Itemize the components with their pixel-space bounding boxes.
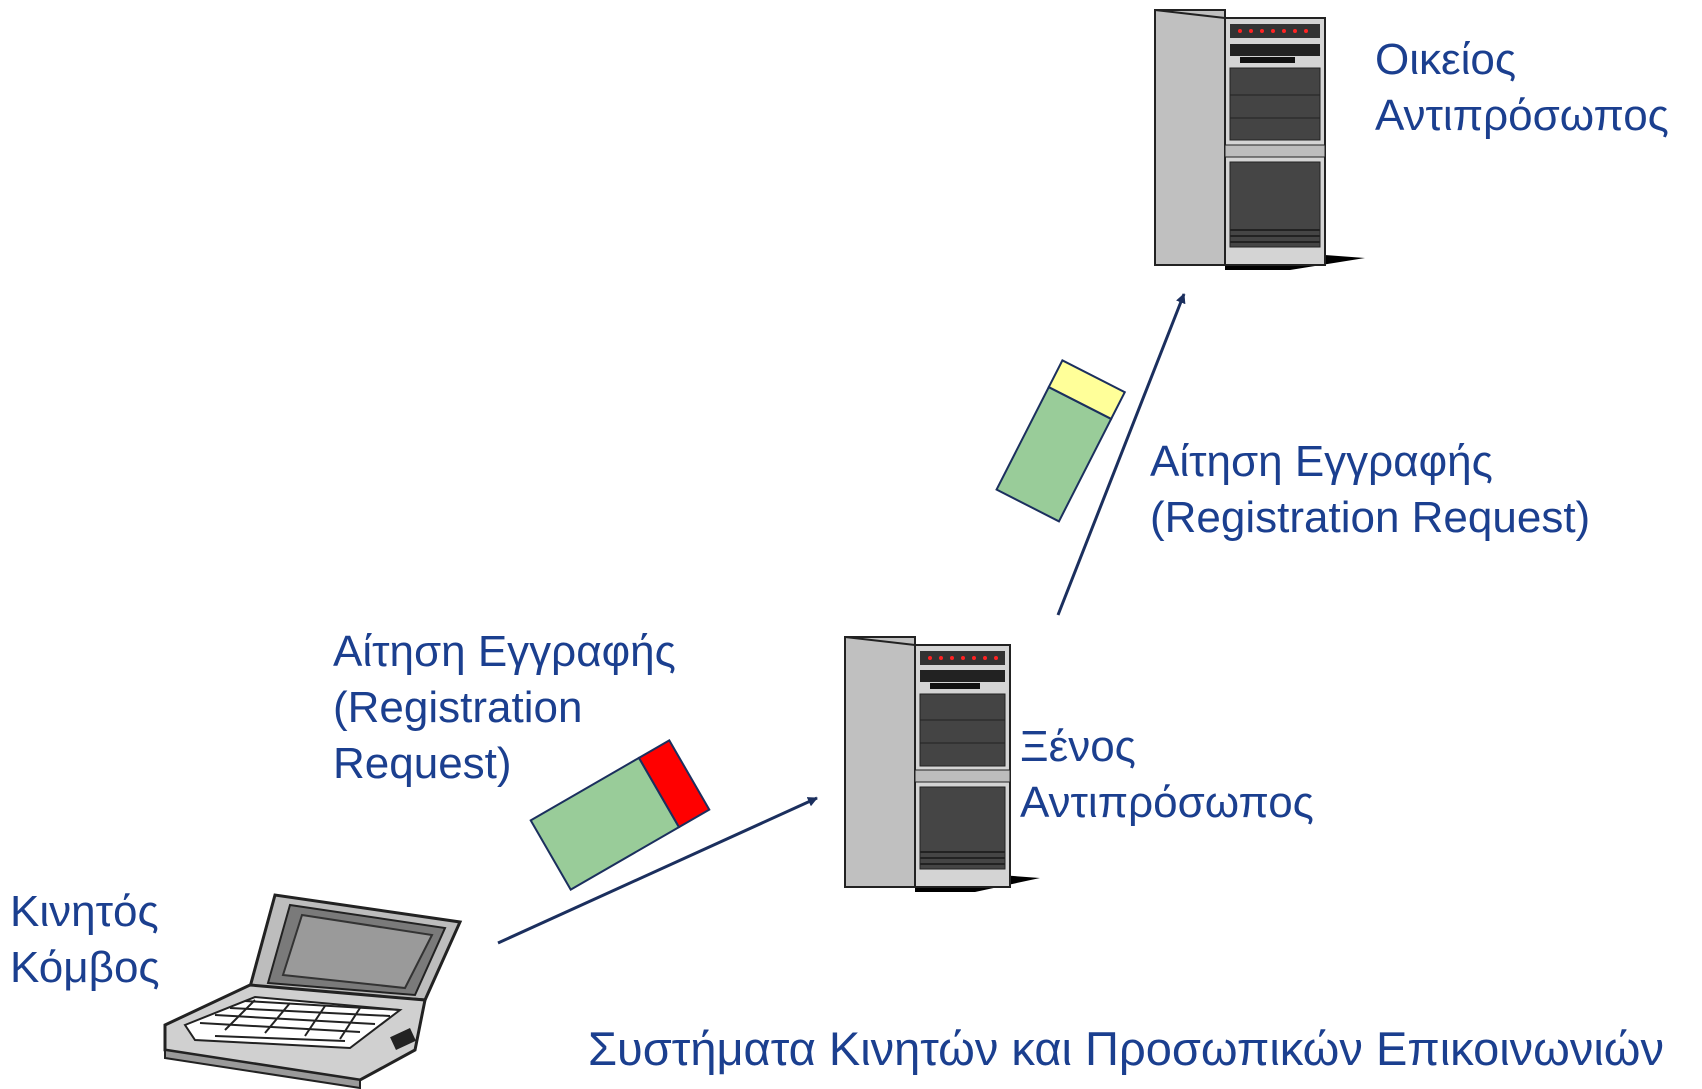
home-agent-label: Οικείος Αντιπρόσωπος bbox=[1375, 32, 1669, 144]
request-to-foreign-line1: Αίτηση Εγγραφής bbox=[333, 627, 676, 676]
foreign-agent-label: Ξένος Αντιπρόσωπος bbox=[1020, 719, 1314, 831]
request-to-home-line2: (Registration Request) bbox=[1150, 493, 1591, 542]
mobile-node-label-line2: Κόμβος bbox=[10, 943, 160, 992]
home-agent-label-line2: Αντιπρόσωπος bbox=[1375, 91, 1669, 140]
foreign-agent-label-line1: Ξένος bbox=[1020, 722, 1136, 771]
foreign-agent-label-line2: Αντιπρόσωπος bbox=[1020, 778, 1314, 827]
arrow-foreign-to-home bbox=[1056, 293, 1186, 616]
footer-title: Συστήματα Κινητών και Προσωπικών Επικοιν… bbox=[588, 1022, 1664, 1075]
request-to-foreign-line3: Request) bbox=[333, 739, 512, 788]
registration-request-packet-icon bbox=[529, 738, 711, 892]
request-to-foreign-label: Αίτηση Εγγραφής (Registration Request) bbox=[333, 624, 676, 792]
home-agent-label-line1: Οικείος bbox=[1375, 35, 1517, 84]
home-agent-server-icon bbox=[1154, 9, 1365, 270]
request-to-home-label: Αίτηση Εγγραφής (Registration Request) bbox=[1150, 434, 1590, 546]
mobile-node-label: Κινητός Κόμβος bbox=[10, 884, 160, 996]
mobile-node-label-line1: Κινητός bbox=[10, 887, 159, 936]
arrow-mobile-to-foreign bbox=[497, 796, 818, 945]
forwarded-registration-packet-icon bbox=[995, 359, 1127, 523]
request-to-foreign-line2: (Registration bbox=[333, 683, 583, 732]
mobile-node-laptop-icon bbox=[163, 893, 463, 1089]
request-to-home-line1: Αίτηση Εγγραφής bbox=[1150, 437, 1493, 486]
foreign-agent-server-icon bbox=[844, 636, 1040, 892]
